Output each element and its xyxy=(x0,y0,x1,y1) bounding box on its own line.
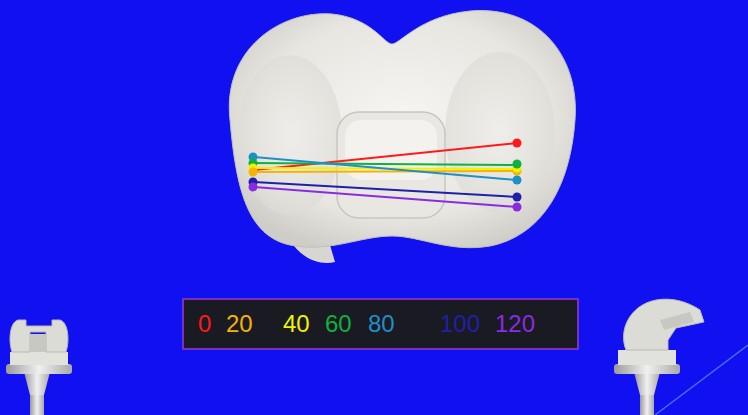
legend-swatch: 120 xyxy=(495,310,535,338)
legend-swatch: 60 xyxy=(325,310,352,338)
tibial-insert xyxy=(229,11,575,263)
knee-implant-flexed xyxy=(614,299,704,415)
contact-line xyxy=(253,157,517,180)
contact-line xyxy=(253,171,517,172)
legend-label: 0 xyxy=(198,310,211,337)
contact-line xyxy=(253,187,517,207)
legend-swatch: 0 xyxy=(198,310,211,338)
contact-line xyxy=(253,163,517,165)
contact-lines xyxy=(249,139,522,212)
legend-label: 60 xyxy=(325,310,352,337)
knee-implant-extended xyxy=(6,320,72,415)
legend-swatch: 40 xyxy=(283,310,310,338)
contact-points xyxy=(249,139,522,212)
legend-label: 20 xyxy=(226,310,253,337)
legend-swatch: 80 xyxy=(368,310,395,338)
medial-dish xyxy=(238,55,342,215)
legend-label: 100 xyxy=(440,310,480,337)
legend-swatch: 100 xyxy=(440,310,480,338)
lateral-dish xyxy=(445,52,555,212)
legend-label: 40 xyxy=(283,310,310,337)
legend-swatch: 20 xyxy=(226,310,253,338)
legend-label: 80 xyxy=(368,310,395,337)
contact-line xyxy=(253,143,517,170)
legend-label: 120 xyxy=(495,310,535,337)
insert-outline xyxy=(229,11,575,248)
corner-line xyxy=(655,345,748,415)
legend-box xyxy=(183,299,578,349)
